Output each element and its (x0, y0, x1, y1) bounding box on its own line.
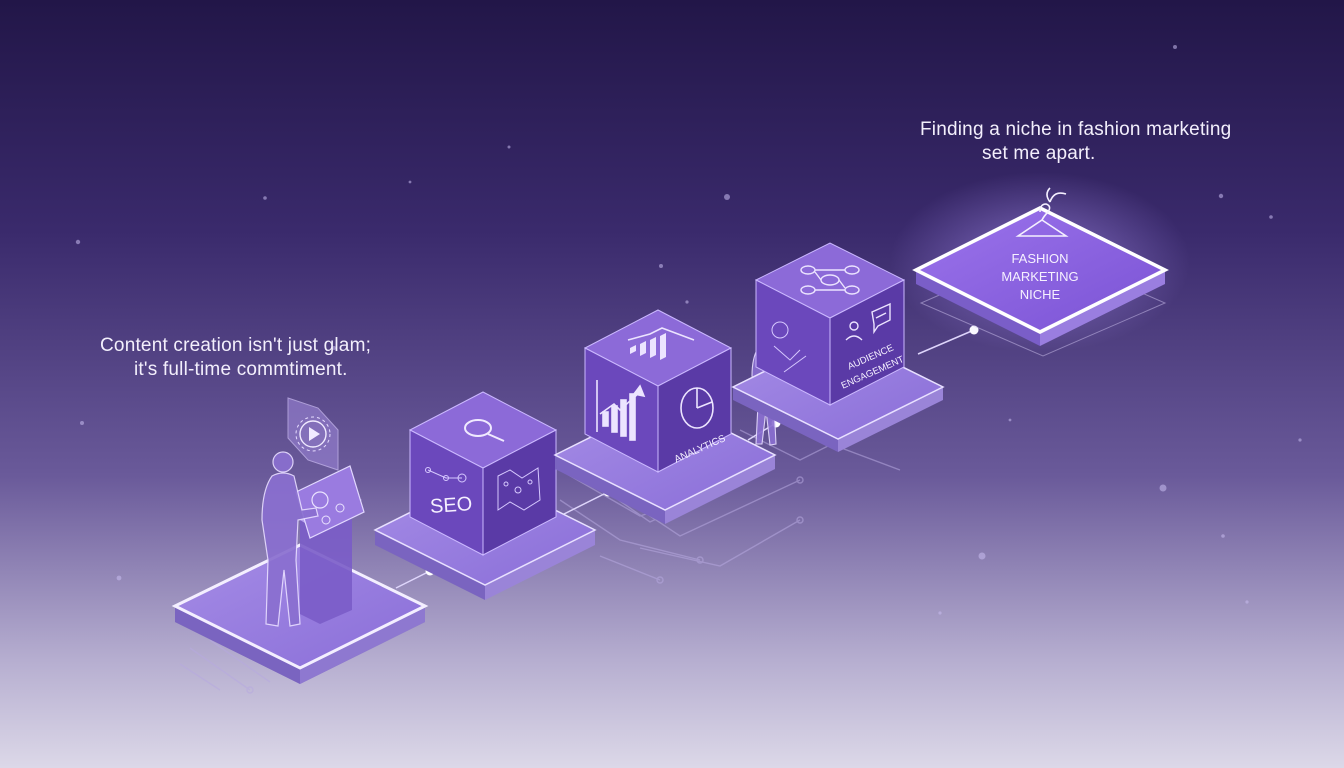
cube-analytics: ANALYTICS (583, 309, 733, 473)
magnifier-icon (464, 419, 505, 442)
quote-right-line2: set me apart. (982, 143, 1096, 164)
sketch-lines-graphic (771, 321, 807, 373)
niche-label-line3: NICHE (1020, 287, 1061, 302)
quote-left-line1: Content creation isn't just glam; (100, 335, 372, 356)
seo-network-graphic (425, 467, 467, 483)
quote-content-creation: Content creation isn't just glam; it's f… (100, 334, 371, 382)
chat-icon (845, 302, 891, 341)
creator-figure (261, 451, 319, 627)
seo-map-graphic (497, 467, 541, 511)
platform-fashion-niche (912, 206, 1169, 357)
niche-label-line2: MARKETING (1001, 269, 1078, 284)
content-screen-icon (287, 397, 339, 471)
bar-growth-icon (596, 380, 646, 441)
cube-audience-engagement: AUDIENCE ENGAGEMENT (754, 242, 906, 406)
top-bar-chart-icon (627, 327, 695, 360)
quote-fashion-niche: Finding a niche in fashion marketing set… (920, 118, 1231, 166)
hanger-icon (1015, 187, 1069, 237)
quote-left-line2: it's full-time commtiment. (134, 359, 348, 380)
cube-seo: SEO (408, 391, 558, 556)
pie-chart-icon (680, 387, 714, 429)
seo-label: SEO (429, 493, 473, 518)
niche-label-line1: FASHION (1011, 251, 1068, 266)
network-icon (800, 265, 860, 295)
quote-right-line1: Finding a niche in fashion marketing (920, 119, 1232, 140)
background-particles (75, 45, 1302, 615)
content-kiosk (295, 465, 365, 624)
